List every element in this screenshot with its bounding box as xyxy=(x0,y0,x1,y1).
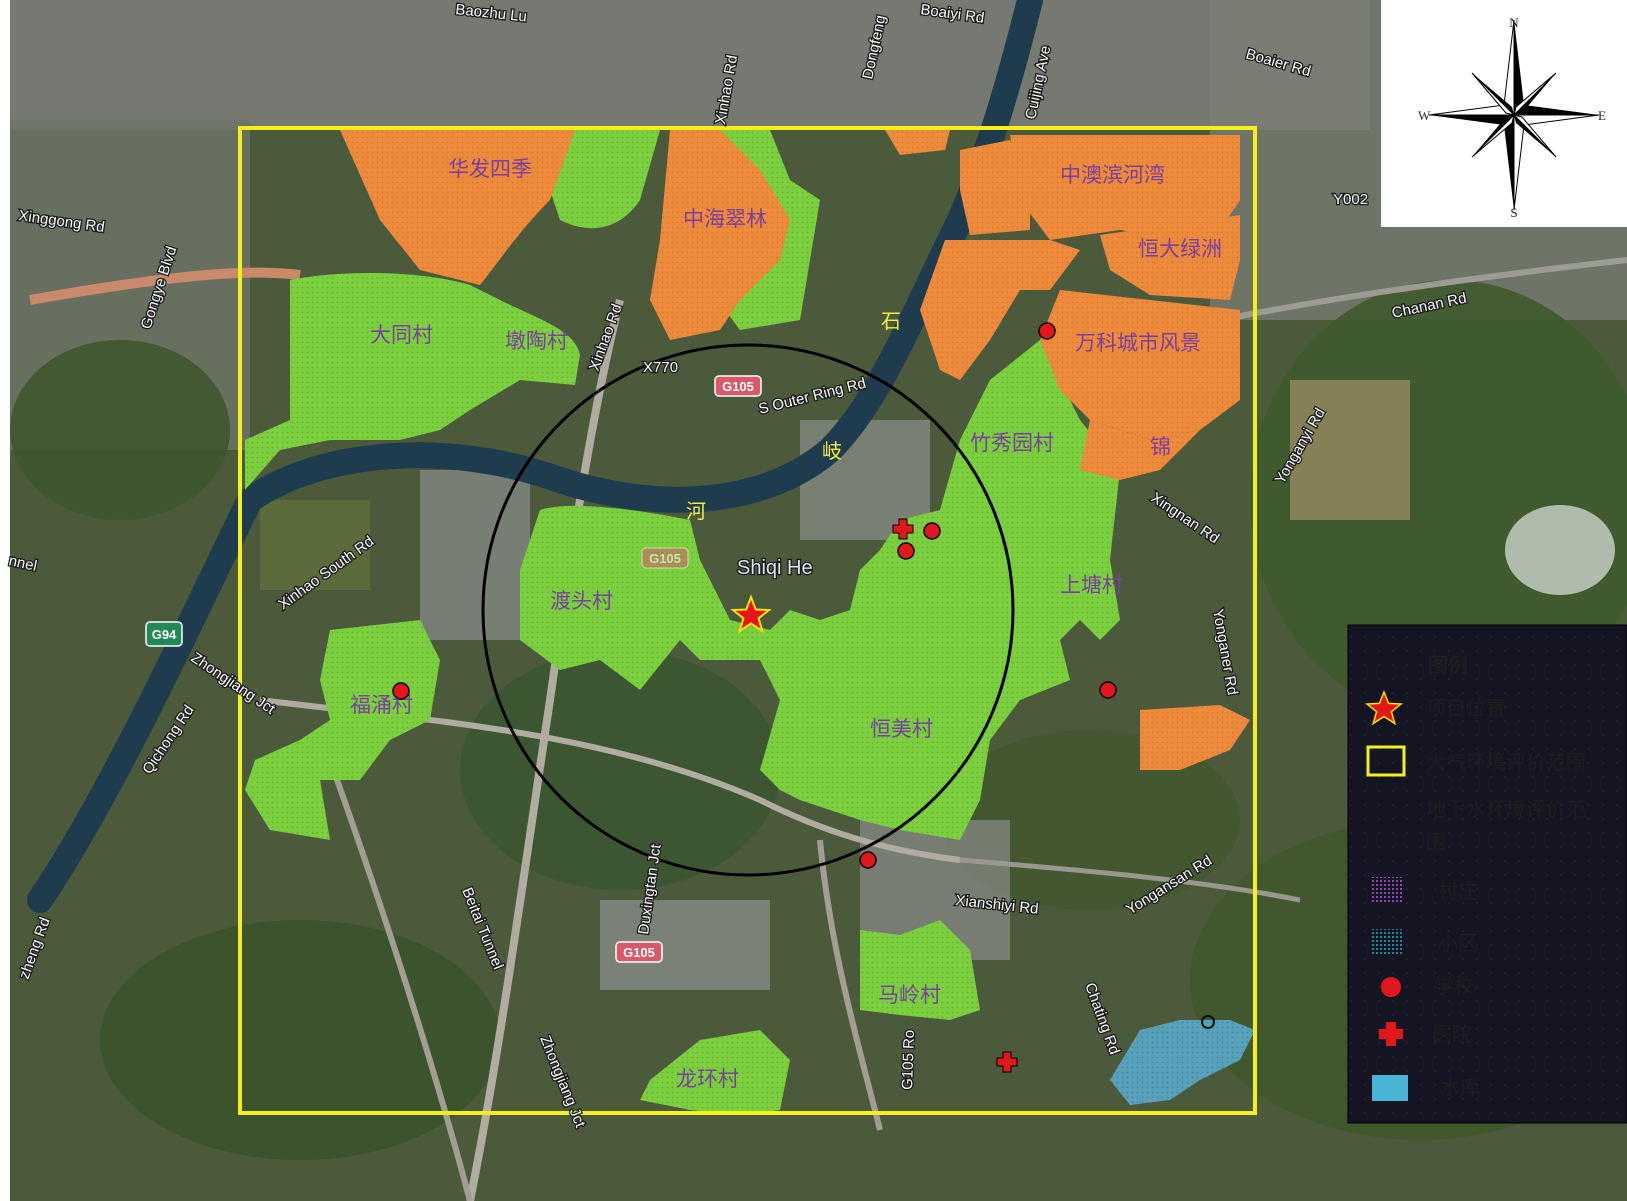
legend-label-village: 村庄 xyxy=(1438,879,1478,903)
legend-label-air: 大气环境评价范围 xyxy=(1426,750,1586,774)
svg-text:G105: G105 xyxy=(722,379,754,394)
air-evaluation-boundary xyxy=(238,126,1257,1115)
school-markers xyxy=(392,322,1117,869)
area-label-zhongao: 中澳滨河湾 xyxy=(1060,163,1165,187)
school-marker xyxy=(859,851,877,869)
legend: 图例 项目位置 大气环境评价范围 地下水环境评价范 围 村庄 小区 学校 医院 … xyxy=(1347,624,1627,1124)
svg-text:G105: G105 xyxy=(649,551,681,566)
area-label-shangtang: 上塘村 xyxy=(1060,573,1123,597)
shield-g105-north: G105 xyxy=(714,375,762,397)
legend-label-groundwater: 地下水环境评价范 xyxy=(1426,797,1586,821)
hospital-marker xyxy=(996,1051,1018,1073)
legend-label-reservoir: 水库 xyxy=(1440,1075,1480,1099)
river-char-qi: 岐 xyxy=(822,439,842,463)
legend-project-symbol xyxy=(1364,689,1404,726)
compass-west-label: W xyxy=(1418,108,1431,123)
legend-community-symbol xyxy=(1370,929,1404,955)
legend-air-symbol xyxy=(1366,745,1406,777)
area-labels: 华发四季 中海翠林 中澳滨河湾 恒大绿洲 万科城市风景 锦 大同村 墩陶村 竹秀… xyxy=(350,157,1222,1091)
compass-south-label: S xyxy=(1510,205,1517,220)
area-label-zhuxiu: 竹秀园村 xyxy=(970,431,1054,455)
area-label-wanke: 万科城市风景 xyxy=(1075,331,1201,355)
legend-label-community: 小区 xyxy=(1438,931,1478,955)
legend-label-school: 学校 xyxy=(1434,974,1474,998)
community-areas xyxy=(340,130,1250,770)
compass-rose: N S E W xyxy=(1381,0,1627,227)
legend-village-symbol xyxy=(1370,877,1404,903)
road-label-g105-road: G105 Ro xyxy=(899,1030,918,1091)
svg-text:G94: G94 xyxy=(152,627,177,642)
area-label-jin: 锦 xyxy=(1150,435,1171,459)
legend-school-symbol xyxy=(1381,977,1401,997)
legend-reservoir-symbol xyxy=(1372,1075,1408,1101)
area-label-zhonghai: 中海翠林 xyxy=(683,207,767,231)
area-label-duntao: 墩陶村 xyxy=(505,329,568,353)
reservoir-point-marker xyxy=(1201,1015,1215,1029)
area-label-maling: 马岭村 xyxy=(878,983,941,1007)
shiqi-river xyxy=(27,0,1043,913)
shield-g105-south: G105 xyxy=(615,941,663,963)
school-marker xyxy=(392,682,410,700)
road-label-y002: Y002 xyxy=(1333,191,1368,208)
area-label-longhuan: 龙环村 xyxy=(676,1067,739,1091)
groundwater-evaluation-boundary xyxy=(481,343,1015,877)
area-label-huafa: 华发四季 xyxy=(448,157,532,181)
legend-label-groundwater-2: 围 xyxy=(1426,830,1446,854)
legend-label-hospital: 医院 xyxy=(1432,1022,1472,1046)
area-label-hengda: 恒大绿洲 xyxy=(1138,237,1222,261)
hospital-marker xyxy=(892,518,914,540)
area-label-datong: 大同村 xyxy=(370,323,433,347)
school-marker xyxy=(923,522,941,540)
area-label-dutou: 渡头村 xyxy=(550,589,613,613)
legend-label-project: 项目位置 xyxy=(1426,696,1506,720)
area-label-hengmei: 恒美村 xyxy=(870,717,933,741)
shield-g94: G94 xyxy=(145,621,183,647)
svg-text:G105: G105 xyxy=(623,945,655,960)
compass-north-label: N xyxy=(1509,15,1519,30)
road-label-shiqi-he: Shiqi He xyxy=(737,557,813,579)
school-marker xyxy=(897,542,915,560)
legend-hospital-symbol xyxy=(1379,1022,1403,1046)
school-marker xyxy=(1099,681,1117,699)
shield-g105-faded: G105 xyxy=(641,547,689,569)
reservoir-area xyxy=(1110,1020,1255,1105)
river-labels: 石 岐 河 xyxy=(686,309,901,523)
road-label-x770: X770 xyxy=(643,359,678,376)
highway-shields: G105 G105 G94 G105 xyxy=(145,375,762,963)
river-char-he: 河 xyxy=(686,499,706,523)
hospital-markers xyxy=(892,518,1018,1073)
compass-east-label: E xyxy=(1598,108,1606,123)
project-location-marker xyxy=(730,594,772,634)
river-char-shi: 石 xyxy=(881,309,901,333)
school-marker xyxy=(1038,322,1056,340)
legend-title: 图例 xyxy=(1428,653,1468,677)
